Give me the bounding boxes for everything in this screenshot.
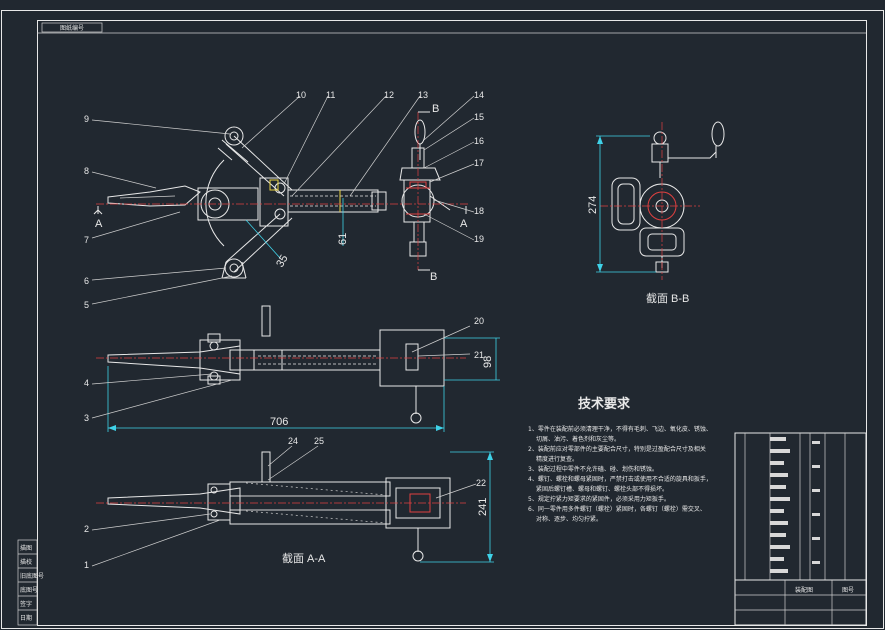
tech-note-6: 紧固后螺钉槽、螺母和螺钉、螺栓头部不得损坏。 [536, 485, 668, 493]
inner-frame [37, 20, 867, 626]
stamp-box [41, 22, 103, 33]
tech-note-4: 3、装配过程中零件不允许磕、碰、划伤和锈蚀。 [528, 465, 658, 473]
section-a-left: A [95, 218, 103, 230]
leaders-section [91, 445, 477, 567]
tech-note-1: 切屑、油污、着色剂和灰尘等。 [536, 435, 620, 443]
strip-label-5: 日期 [20, 614, 32, 622]
section-bb-view: 274 截面 B-B [587, 121, 725, 305]
strip-label-1: 描校 [20, 558, 32, 566]
dim-61: 61 [337, 233, 349, 245]
section-aa-view: 241 截面 A-A [96, 451, 494, 565]
strip-label-0: 描图 [20, 544, 32, 552]
tech-note-7: 5、规定拧紧力矩要求的紧固件，必须采用力矩扳手。 [528, 495, 670, 503]
front-view: A A B B 61 35 [93, 103, 470, 283]
outer-frame [1, 10, 884, 629]
tech-note-5: 4、螺钉、螺栓和螺母紧固时，严禁打击或使用不合适的旋具和扳手， [528, 475, 712, 483]
title-block-code: 图号 [842, 587, 854, 594]
dim-35: 35 [274, 253, 291, 270]
view-aa-label: 截面 A-A [282, 551, 326, 565]
parts-list: 装配图 图号 [734, 432, 867, 626]
tech-note-9: 对称、逐步、均匀拧紧。 [536, 515, 602, 523]
tech-requirements: 技术要求 1、零件在装配前必须清理干净，不得有毛刺、飞边、氧化皮、锈蚀、 切屑、… [528, 396, 712, 523]
dim-274: 274 [587, 196, 599, 214]
tech-note-3: 精度进行复查。 [536, 455, 578, 463]
dim-706: 706 [270, 416, 288, 428]
leaders-front [91, 95, 475, 305]
strip-label-4: 签字 [20, 600, 32, 608]
stamp-text: 图纸编号 [60, 24, 84, 32]
dim-241: 241 [477, 498, 489, 516]
section-b-bottom: B [430, 271, 437, 283]
title-block-name: 装配图 [795, 586, 813, 594]
section-a-right: A [460, 218, 468, 230]
left-strip: 描图 描校 旧底图号 底图号 签字 日期 [17, 539, 44, 626]
top-view: 706 98 [96, 305, 500, 432]
view-bb-label: 截面 B-B [646, 291, 689, 305]
tech-title: 技术要求 [578, 396, 631, 412]
strip-label-2: 旧底图号 [20, 572, 44, 580]
section-b-top: B [432, 103, 439, 115]
strip-label-3: 底图号 [20, 586, 38, 594]
dim-98: 98 [482, 356, 494, 368]
tech-note-8: 6、同一零件用多件螺钉（螺栓）紧固时，各螺钉（螺栓）需交叉、 [528, 505, 706, 513]
tech-note-0: 1、零件在装配前必须清理干净，不得有毛刺、飞边、氧化皮、锈蚀、 [528, 425, 712, 433]
leaders-top [91, 325, 471, 419]
tech-note-2: 2、装配前应对零部件的主要配合尺寸，特别是过盈配合尺寸及相关 [528, 445, 706, 453]
